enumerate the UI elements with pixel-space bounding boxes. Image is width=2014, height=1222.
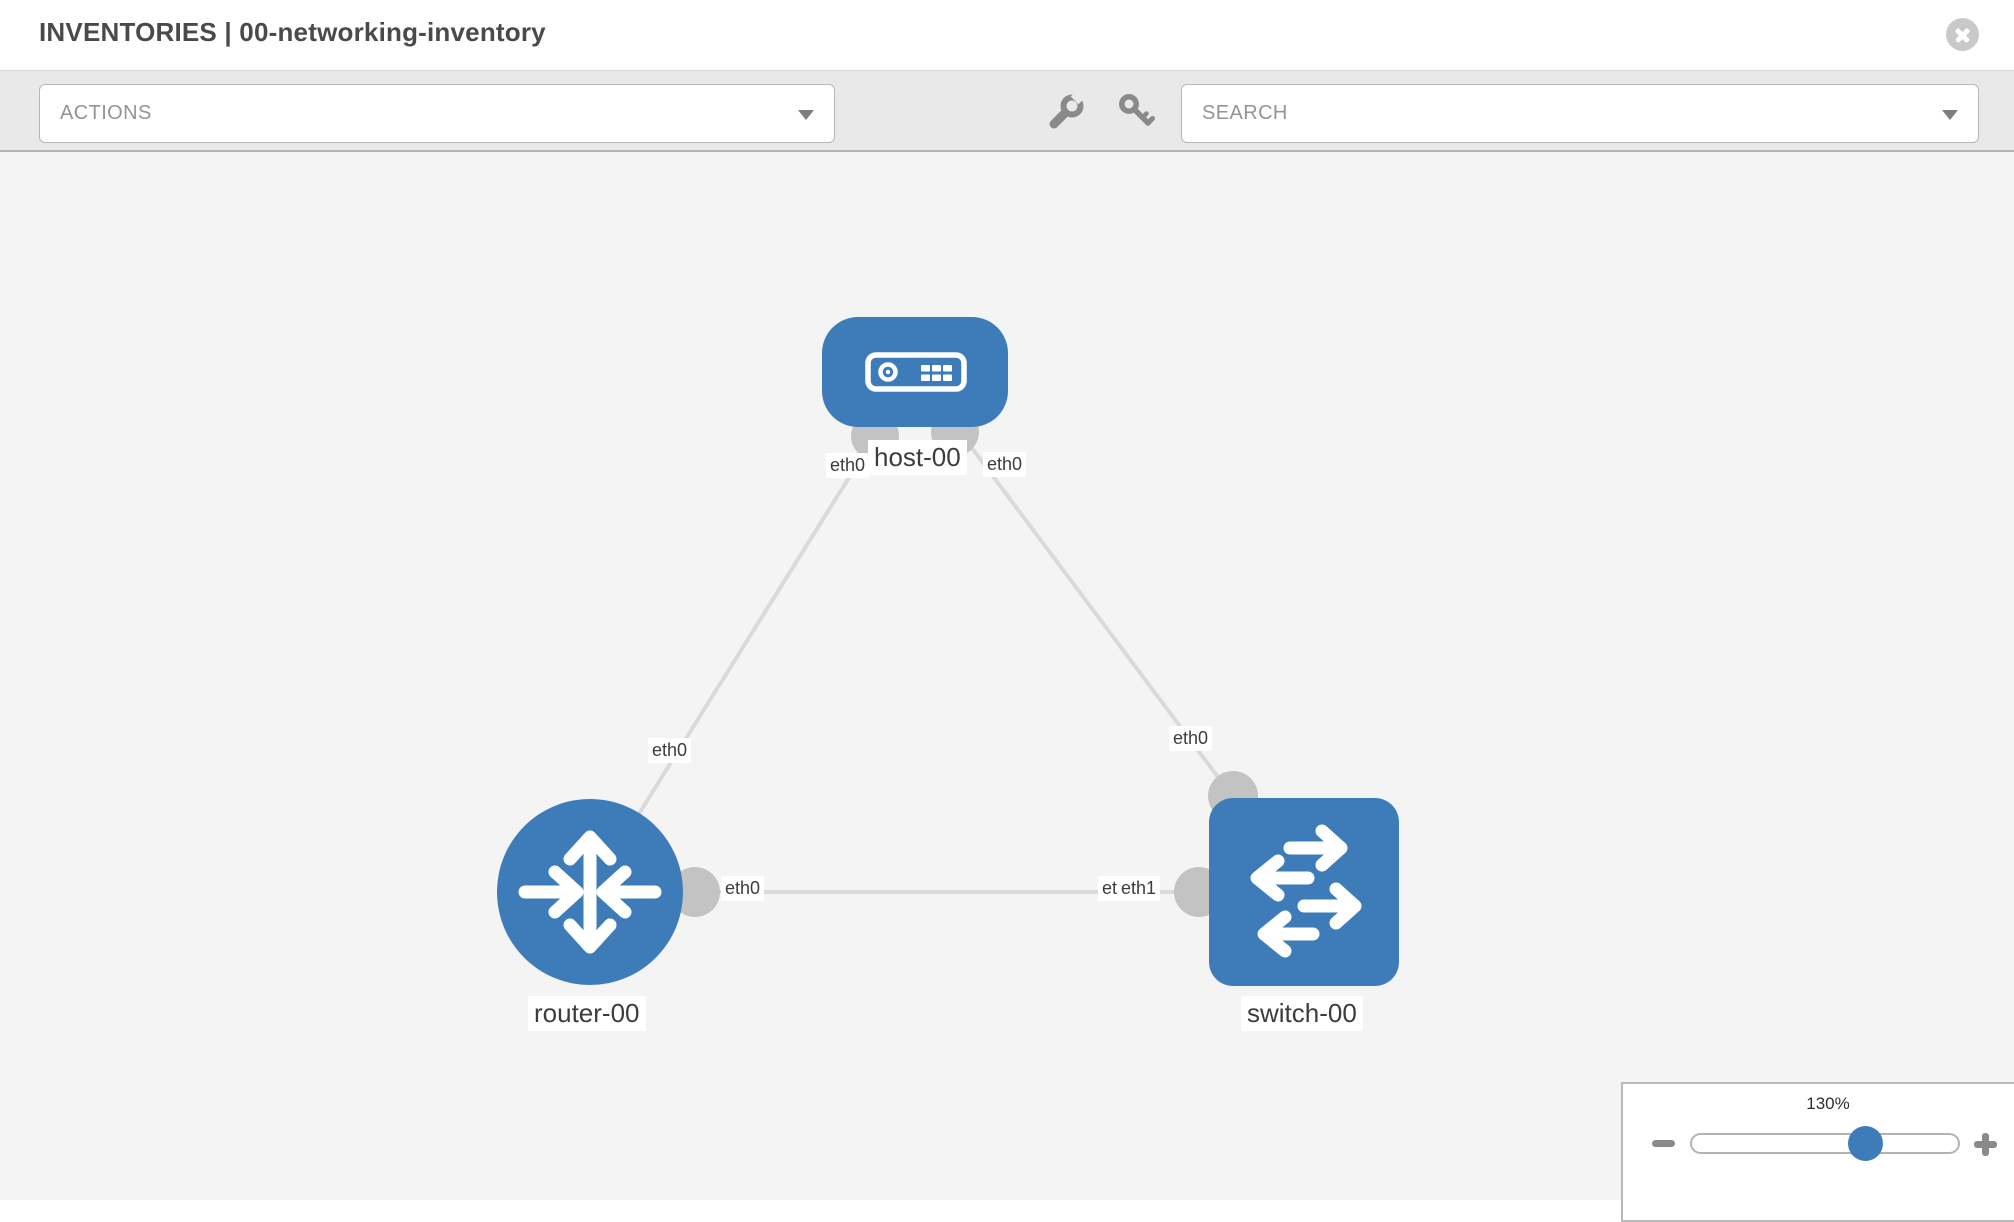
node-router-00[interactable] — [497, 799, 683, 985]
host-icon — [865, 352, 967, 392]
switch-icon — [1250, 824, 1362, 958]
header: INVENTORIES | 00-networking-inventory — [0, 0, 2014, 70]
interface-label-router-eth0-uplink: eth0 — [648, 738, 692, 763]
zoom-out-minus-icon[interactable] — [1652, 1140, 1675, 1147]
close-button[interactable] — [1946, 18, 1979, 51]
zoom-in-plus-icon[interactable] — [1973, 1126, 2010, 1163]
zoom-percentage: 130% — [1806, 1094, 1850, 1113]
interface-label-host-eth0-right: eth0 — [983, 452, 1027, 477]
port-router-eth0-to-switch — [670, 867, 720, 917]
zoom-slider-track[interactable] — [1690, 1133, 1960, 1154]
node-host-00[interactable] — [822, 317, 1008, 427]
topology-canvas[interactable]: host-00 router-00 switch-00 eth0 eth0 et… — [0, 152, 2014, 1222]
node-label-host-00: host-00 — [868, 440, 967, 475]
node-label-switch-00: switch-00 — [1241, 996, 1363, 1031]
actions-dropdown-label: ACTIONS — [60, 102, 152, 124]
interface-label-switch-eth0-uplink: eth0 — [1169, 726, 1213, 751]
chevron-down-icon — [798, 110, 814, 120]
wrench-icon[interactable] — [1046, 88, 1087, 137]
zoom-slider-knob[interactable] — [1848, 1126, 1883, 1161]
interface-label-host-eth0-left: eth0 — [826, 453, 870, 478]
interface-label-switch-eth1: eth1 — [1117, 876, 1161, 901]
zoom-control-panel: 130% — [1621, 1082, 2014, 1222]
actions-dropdown[interactable]: ACTIONS — [39, 84, 835, 143]
node-label-router-00: router-00 — [528, 996, 646, 1031]
node-switch-00[interactable] — [1209, 798, 1399, 986]
toolbar: ACTIONS SEARCH — [0, 70, 2014, 152]
key-icon[interactable] — [1116, 92, 1158, 139]
router-icon — [518, 830, 662, 954]
search-dropdown[interactable]: SEARCH — [1181, 84, 1979, 143]
chevron-down-icon — [1942, 110, 1958, 120]
topology-links-layer — [588, 370, 1306, 917]
page-title: INVENTORIES | 00-networking-inventory — [39, 17, 546, 47]
search-dropdown-label: SEARCH — [1202, 102, 1288, 124]
interface-label-router-eth0-lateral: eth0 — [721, 876, 765, 901]
